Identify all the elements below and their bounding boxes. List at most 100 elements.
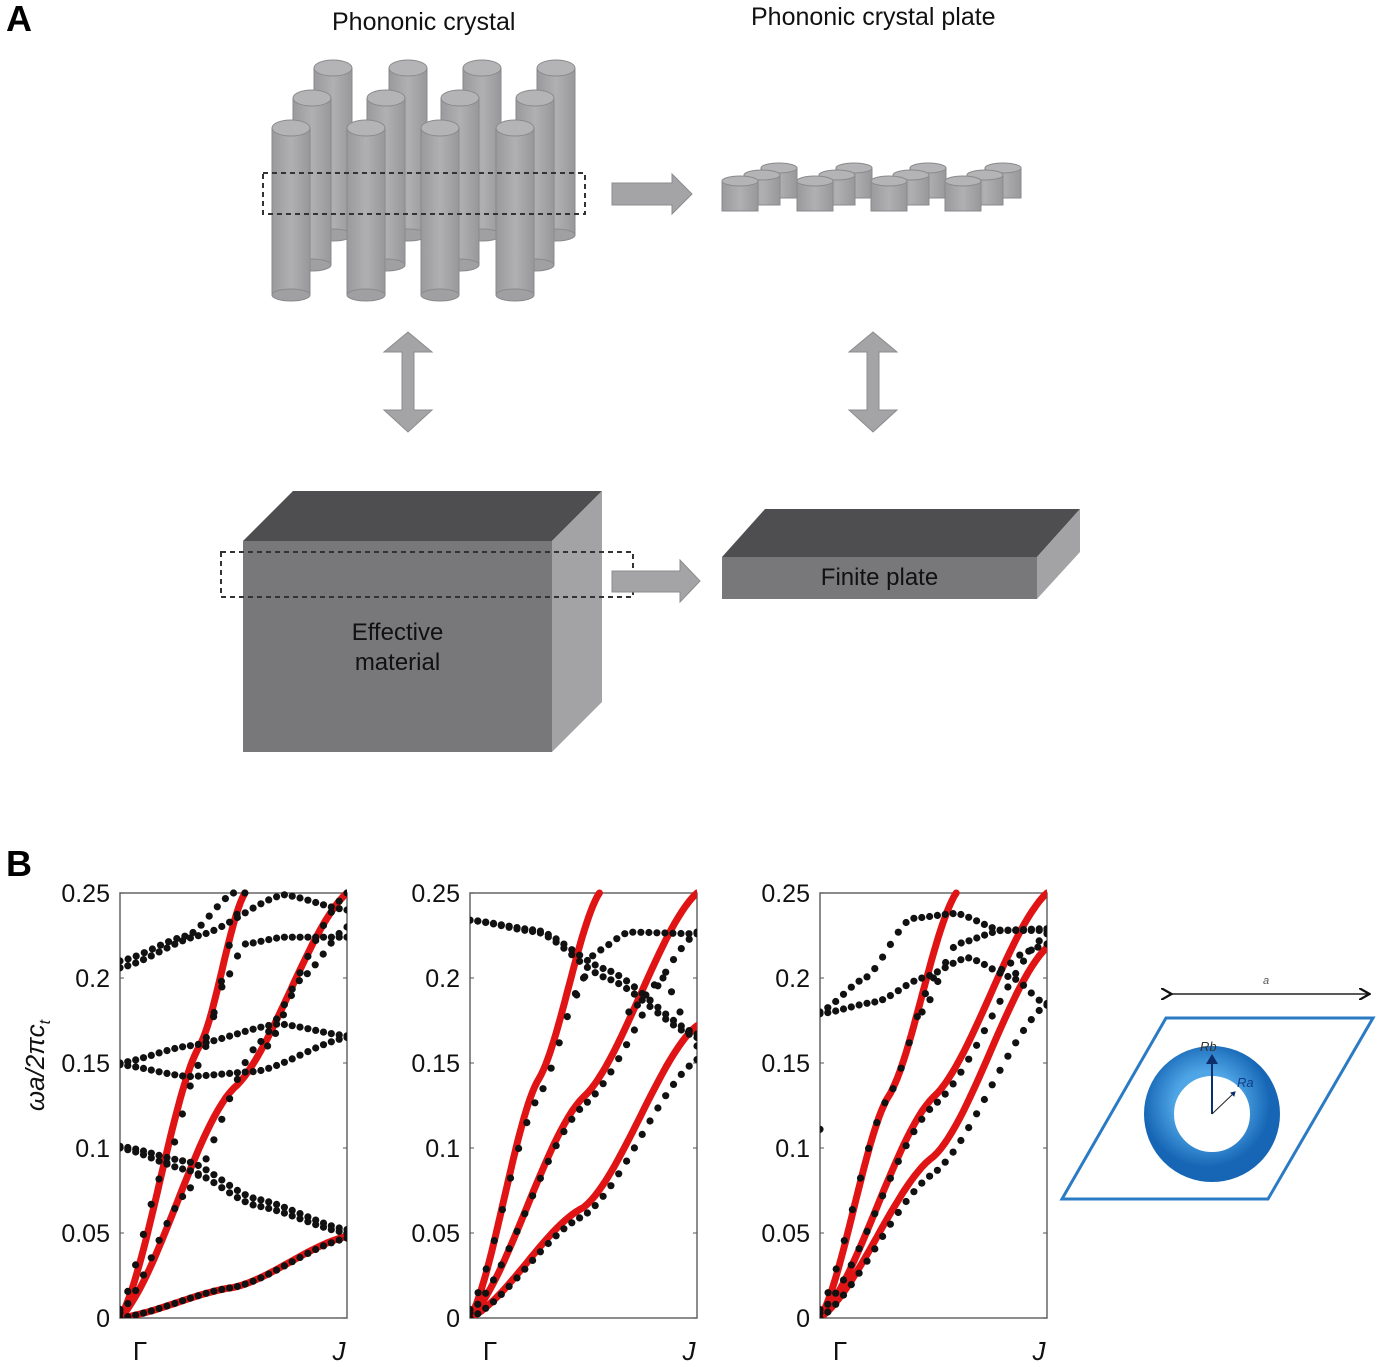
band-point [1012,1039,1020,1047]
band-point [1016,951,1024,959]
x-tick-label: J [682,1336,697,1366]
band-point [863,999,871,1007]
band-point [319,1041,328,1049]
band-point [832,1289,840,1297]
band-point [615,980,623,988]
band-point [194,932,202,940]
slice-box [262,172,586,215]
cylinder [346,119,386,302]
band-point [949,959,957,967]
band-point [257,1274,265,1282]
y-tick-label: 0.1 [775,1135,810,1163]
band-point [591,1202,599,1210]
band-point [894,1208,902,1217]
band-point [607,1068,615,1076]
band-point [576,957,584,965]
y-tick-label: 0.1 [75,1135,110,1163]
band-point [685,930,693,938]
dot-band [264,923,347,1050]
band-point [280,1209,288,1217]
band-point [599,1192,607,1200]
band-point [186,1042,194,1050]
cylinder [271,119,311,302]
band-point [863,1257,871,1265]
band-point [677,929,685,938]
band-point [591,1090,599,1098]
band-point [265,1198,273,1206]
band-point [654,1009,662,1017]
band-point [249,1194,257,1202]
band-point [139,1271,148,1279]
band-point [599,1080,607,1088]
band-point [965,1055,973,1063]
band-point [202,1174,210,1182]
y-tick-label: 0.25 [761,880,810,908]
band-point [623,1157,631,1165]
band-point [642,991,650,999]
dot-band [120,1144,347,1237]
band-point [155,1151,163,1159]
band-point [949,910,957,918]
band-point [233,1186,241,1194]
band-point [630,983,639,991]
band-point [555,1039,563,1047]
band-point [894,987,902,995]
band-point [879,953,887,961]
band-point [654,1003,662,1011]
band-point [886,1174,895,1182]
band-point [179,1297,187,1305]
band-point [124,1146,132,1154]
band-point [965,937,973,945]
band-point [623,984,631,993]
effective-material-line1: Effective [351,619,444,646]
band-point [257,900,265,908]
band-point [124,955,132,963]
band-point [576,1105,584,1113]
band-point [489,920,498,928]
effective-block-side [552,491,602,752]
band-point [155,1236,163,1244]
band-point [213,903,221,911]
band-point [897,1064,905,1072]
y-tick-label: 0.15 [411,1050,460,1078]
band-point [202,929,210,938]
band-point [288,1206,296,1214]
panel-a-label: A [6,0,32,39]
band-point [513,1274,521,1282]
band-point [693,1042,697,1050]
band-point [186,1072,194,1081]
band-point [288,1212,296,1220]
band-point [147,1154,155,1162]
band-point [226,1032,234,1040]
band-point [662,968,670,976]
band-point [139,1064,148,1072]
band-point [824,1308,832,1316]
band-point [163,944,171,952]
band-point [210,1179,218,1187]
band-point [521,1210,529,1218]
band-point [265,1064,273,1072]
y-tick-label: 0 [96,1305,110,1333]
band-point [265,896,273,904]
band-point [186,1158,194,1166]
band-point [186,934,194,942]
band-point [573,991,581,999]
band-point [1035,937,1043,945]
dot-band [120,889,238,965]
band-point [597,946,605,954]
band-point [1043,925,1047,933]
band-point [273,934,281,942]
band-point [544,1157,552,1165]
band-point [179,1157,187,1165]
band-point [871,1245,879,1253]
band-point [241,889,249,897]
band-point [132,1311,140,1318]
band-point [147,1051,155,1059]
band-point [581,973,589,981]
band-point [178,1110,186,1118]
band-point [304,1249,312,1257]
band-point [1019,1026,1028,1035]
band-point [165,938,173,946]
band-point [273,1207,281,1215]
band-point [312,1026,320,1034]
